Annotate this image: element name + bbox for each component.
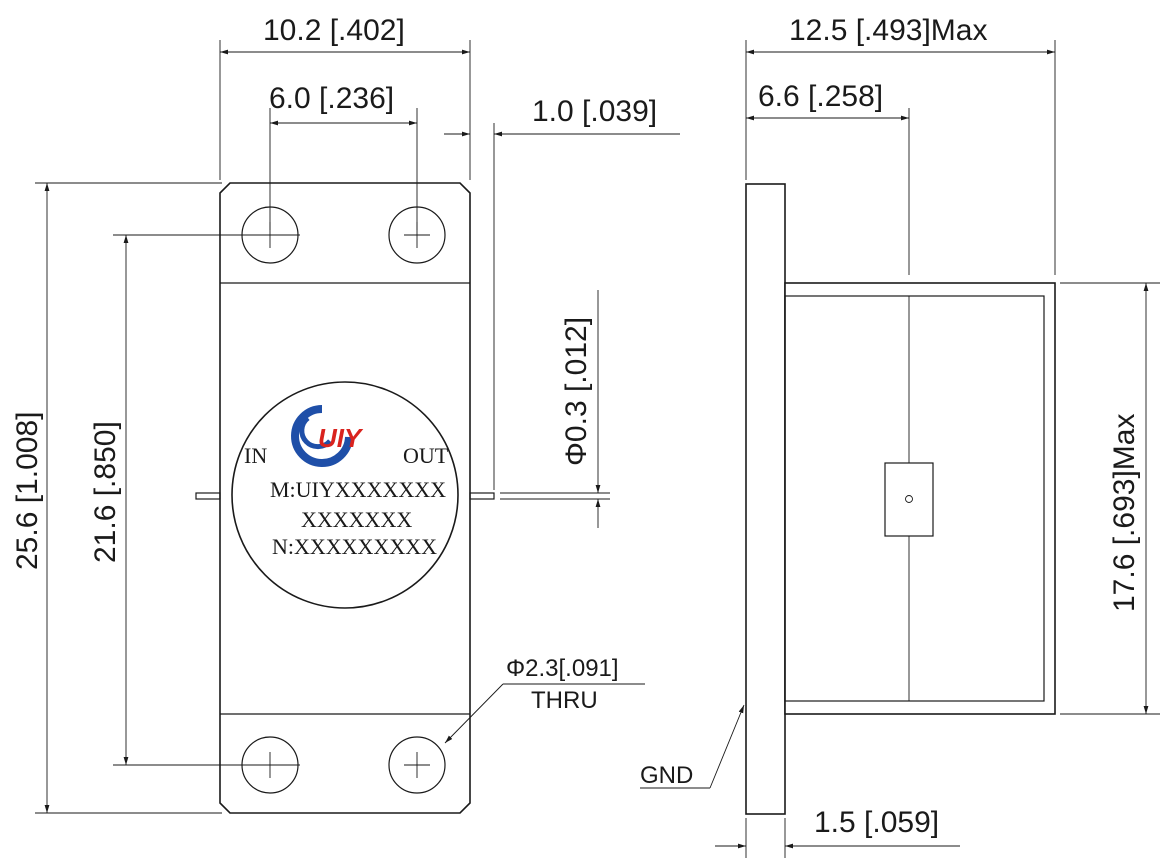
side-view: 12.5 [.493]Max 6.6 [.258] 17.6 [.693]Max… [640, 14, 1160, 858]
dim-height-max: 17.6 [.693]Max [1108, 414, 1141, 612]
dim-pin-offset: 1.0 [.039] [532, 95, 657, 128]
dim-width: 10.2 [.402] [263, 14, 405, 47]
logo-text: UIY [318, 423, 364, 453]
side-housing [784, 282, 1056, 715]
input-pin [195, 492, 221, 500]
dim-hole-diameter: Φ2.3[.091] [506, 655, 619, 682]
hole-note: THRU [531, 687, 598, 714]
dim-max-width: 12.5 [.493]Max [789, 14, 987, 47]
side-connector-pin [884, 462, 934, 537]
label-line2: XXXXXXX [301, 507, 412, 532]
label-model: M:UIYXXXXXXX [270, 477, 446, 502]
label-in: IN [244, 443, 267, 468]
label-out: OUT [403, 443, 449, 468]
front-view: UIY IN OUT M:UIYXXXXXXX XXXXXXX N:XXXXXX… [11, 14, 680, 814]
label-serial: N:XXXXXXXXX [272, 534, 437, 559]
product-label-circle [231, 381, 459, 609]
dim-hole-spacing: 6.0 [.236] [269, 82, 394, 115]
dim-total-height: 25.6 [1.008] [11, 412, 44, 570]
dim-center: 6.6 [.258] [758, 80, 883, 113]
output-pin [469, 492, 495, 500]
mounting-hole-bottom-right [388, 736, 446, 794]
dim-hole-pitch: 21.6 [.850] [89, 421, 122, 563]
uiy-logo: UIY [291, 405, 364, 467]
dim-flange: 1.5 [.059] [814, 806, 939, 839]
side-flange [745, 183, 786, 815]
gnd-label: GND [640, 762, 693, 789]
dim-pin-diameter: Φ0.3 [.012] [560, 317, 593, 466]
side-housing-inner [784, 295, 1045, 702]
